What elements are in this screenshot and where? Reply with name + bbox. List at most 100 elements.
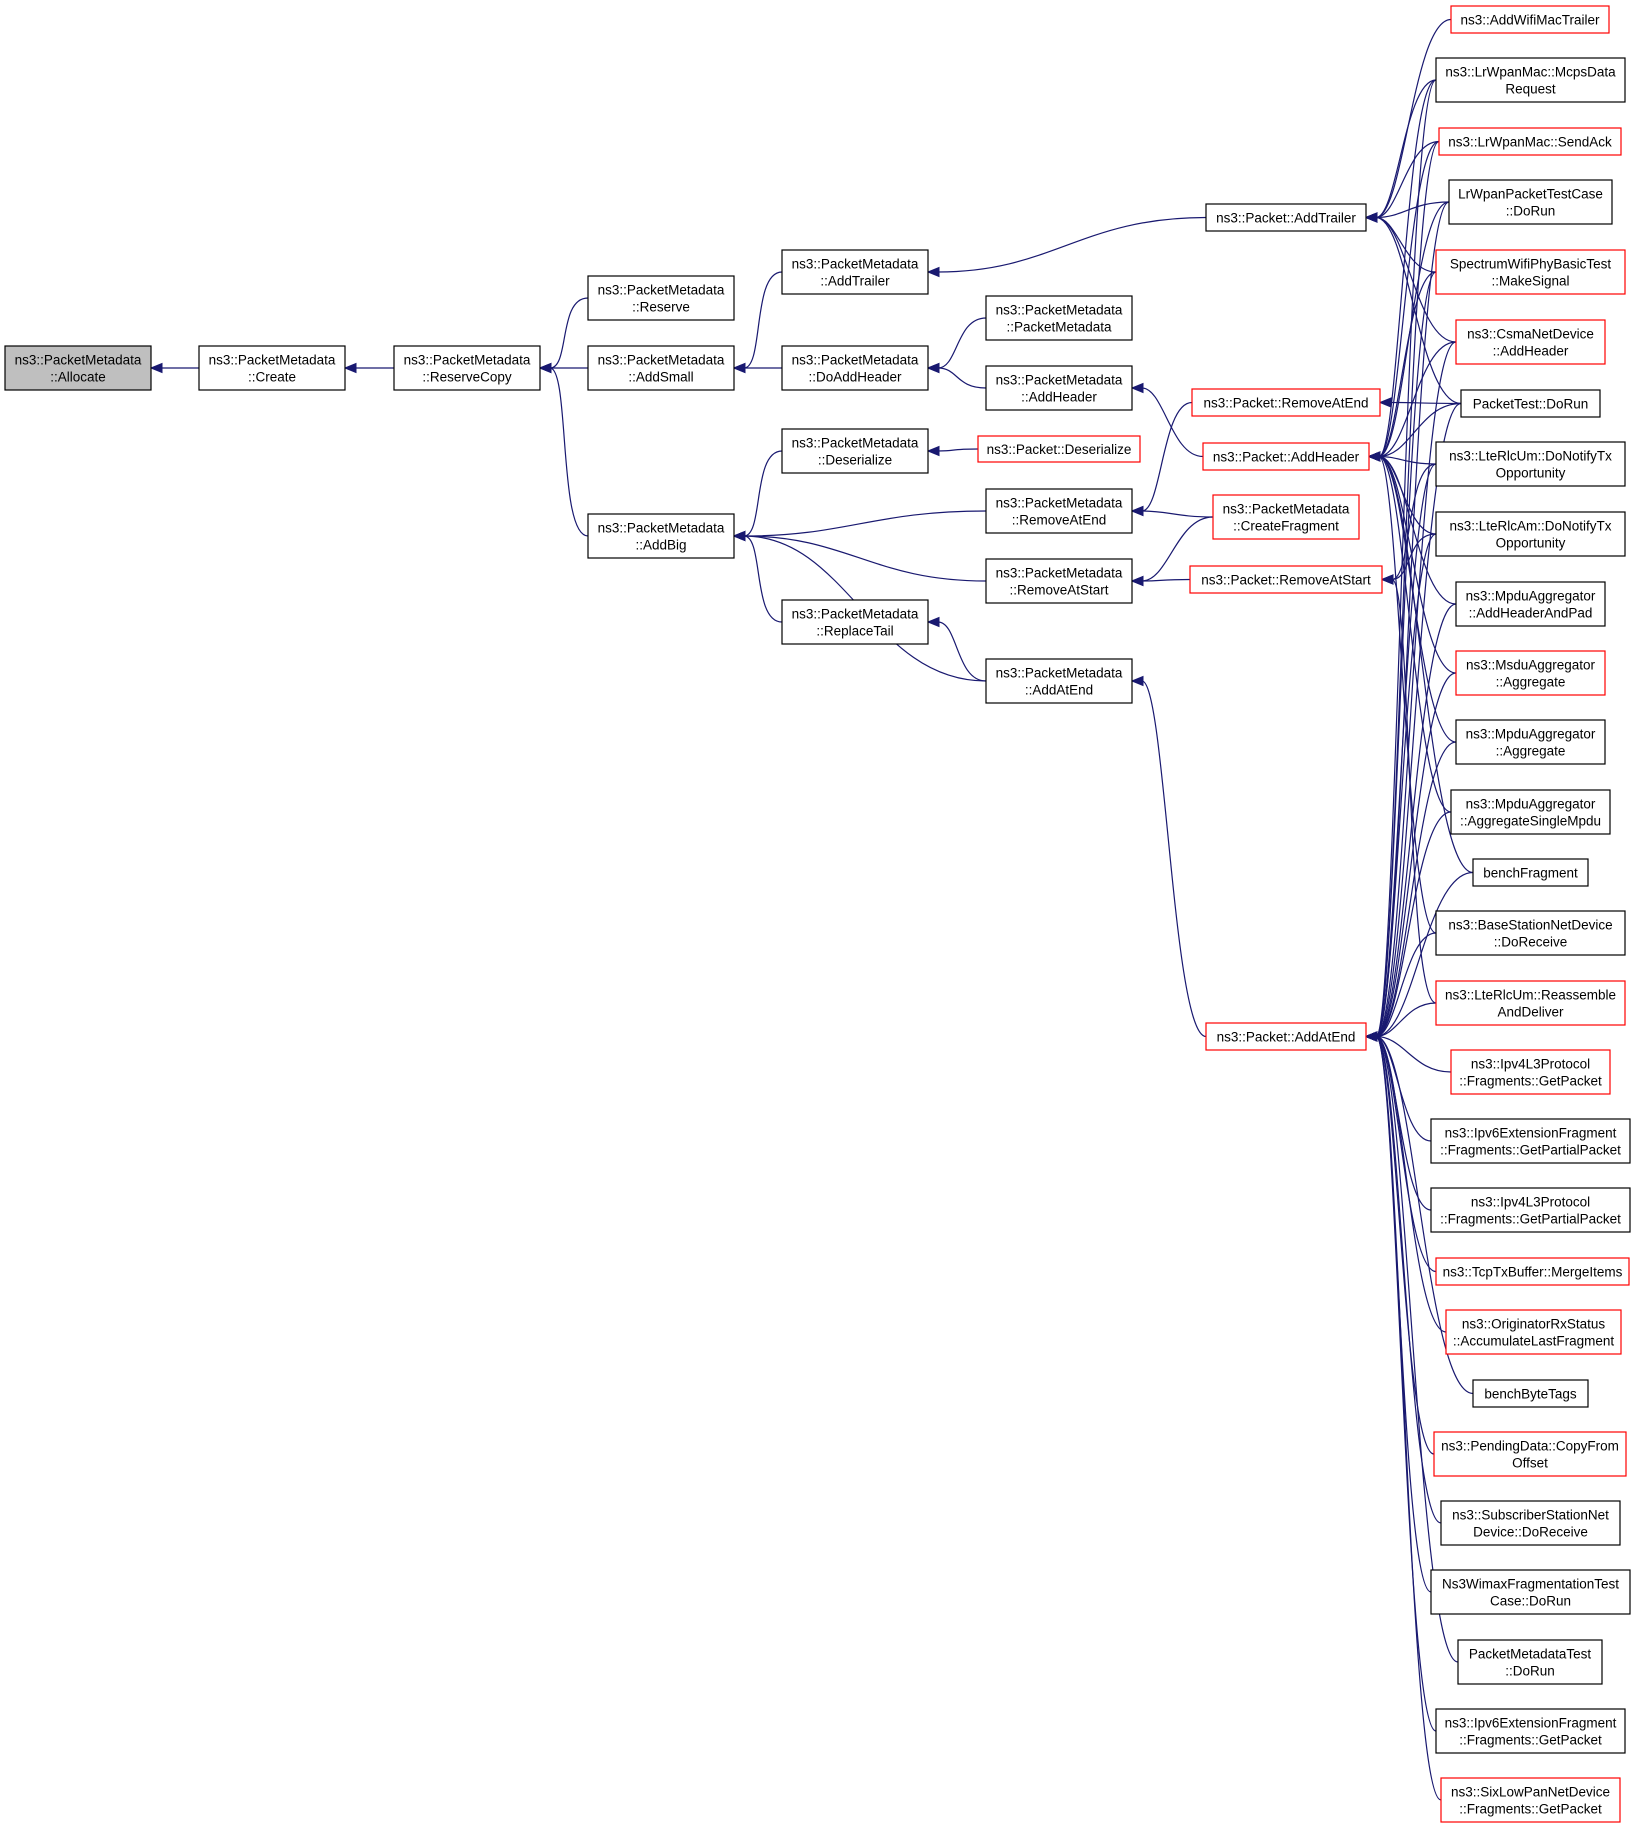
- node-removeatstart_pm[interactable]: ns3::PacketMetadata::RemoveAtStart: [985, 558, 1133, 604]
- node-allocate: ns3::PacketMetadata::Allocate: [4, 345, 152, 391]
- node-label: ::Reserve: [632, 300, 690, 315]
- node-create[interactable]: ns3::PacketMetadata::Create: [198, 345, 346, 391]
- node-addbig[interactable]: ns3::PacketMetadata::AddBig: [587, 513, 735, 559]
- node-doaddheader[interactable]: ns3::PacketMetadata::DoAddHeader: [781, 345, 929, 391]
- node-box: [781, 249, 929, 295]
- node-r_msdu_agg[interactable]: ns3::MsduAggregator::Aggregate: [1455, 650, 1606, 696]
- node-box: [781, 345, 929, 391]
- node-r_ipv4_getpacket[interactable]: ns3::Ipv4L3Protocol::Fragments::GetPacke…: [1450, 1049, 1611, 1095]
- node-r_addwifimactrailer[interactable]: ns3::AddWifiMacTrailer: [1450, 5, 1610, 34]
- node-label: ::AddHeader: [1021, 390, 1097, 405]
- node-addheader_pm[interactable]: ns3::PacketMetadata::AddHeader: [985, 365, 1133, 411]
- node-r_packettest[interactable]: PacketTest::DoRun: [1460, 389, 1601, 418]
- node-addsmall[interactable]: ns3::PacketMetadata::AddSmall: [587, 345, 735, 391]
- node-box: [985, 365, 1133, 411]
- node-r_basestation[interactable]: ns3::BaseStationNetDevice::DoReceive: [1435, 910, 1626, 956]
- node-box: [1460, 389, 1601, 418]
- call-edge-r_pendingdata-to-addatend_p: [1364, 1031, 1435, 1455]
- node-box: [1435, 511, 1626, 557]
- call-edge-r_addwifimactrailer-to-addtrailer_p: [1364, 18, 1452, 223]
- node-label: ns3::PacketMetadata: [598, 353, 725, 368]
- node-r_mpdu_agg[interactable]: ns3::MpduAggregator::Aggregate: [1455, 719, 1606, 765]
- node-replacetail[interactable]: ns3::PacketMetadata::ReplaceTail: [781, 599, 929, 645]
- node-r_mpdu_addheader[interactable]: ns3::MpduAggregator::AddHeaderAndPad: [1455, 581, 1606, 627]
- node-addatend_pm[interactable]: ns3::PacketMetadata::AddAtEnd: [985, 658, 1133, 704]
- call-edge-reservecopy-to-create: [343, 362, 394, 374]
- node-label: ::ReserveCopy: [422, 370, 512, 385]
- node-label: ns3::Packet::AddHeader: [1213, 450, 1360, 465]
- node-label: Case::DoRun: [1490, 1594, 1571, 1609]
- node-r_csma[interactable]: ns3::CsmaNetDevice::AddHeader: [1455, 319, 1606, 365]
- node-r_originator[interactable]: ns3::OriginatorRxStatus::AccumulateLastF…: [1445, 1309, 1622, 1355]
- call-edge-create-to-allocate: [149, 362, 199, 374]
- node-box: [781, 428, 929, 474]
- node-label: ns3::Ipv6ExtensionFragment: [1445, 1126, 1617, 1141]
- node-r_ipv6_partial[interactable]: ns3::Ipv6ExtensionFragment::Fragments::G…: [1430, 1118, 1631, 1164]
- node-box: [1472, 858, 1589, 887]
- node-label: ::Allocate: [50, 370, 106, 385]
- node-label: ::AddBig: [635, 538, 686, 553]
- node-r_tcptx[interactable]: ns3::TcpTxBuffer::MergeItems: [1435, 1257, 1630, 1286]
- node-pm_ctor[interactable]: ns3::PacketMetadata::PacketMetadata: [985, 295, 1133, 341]
- node-label: ns3::MsduAggregator: [1466, 658, 1596, 673]
- node-box: [1440, 1777, 1621, 1823]
- node-reserve[interactable]: ns3::PacketMetadata::Reserve: [587, 275, 735, 321]
- node-label: ::Fragments::GetPartialPacket: [1440, 1143, 1621, 1158]
- node-box: [1205, 1022, 1367, 1051]
- node-label: ns3::Ipv4L3Protocol: [1471, 1057, 1590, 1072]
- node-label: Device::DoReceive: [1473, 1525, 1588, 1540]
- node-addatend_p[interactable]: ns3::Packet::AddAtEnd: [1205, 1022, 1367, 1051]
- node-box: [1212, 494, 1360, 540]
- node-r_spectrum[interactable]: SpectrumWifiPhyBasicTest::MakeSignal: [1435, 249, 1626, 295]
- node-r_lrwpantest[interactable]: LrWpanPacketTestCase::DoRun: [1448, 179, 1613, 225]
- node-label: ns3::MpduAggregator: [1466, 727, 1596, 742]
- node-label: ::AddHeader: [1493, 344, 1569, 359]
- node-label: ns3::Ipv6ExtensionFragment: [1445, 1716, 1617, 1731]
- node-removeatstart_p[interactable]: ns3::Packet::RemoveAtStart: [1189, 565, 1383, 594]
- node-addheader_p[interactable]: ns3::Packet::AddHeader: [1202, 442, 1370, 471]
- node-box: [1440, 1500, 1621, 1546]
- node-reservecopy[interactable]: ns3::PacketMetadata::ReserveCopy: [393, 345, 541, 391]
- node-r_subscriber[interactable]: ns3::SubscriberStationNetDevice::DoRecei…: [1440, 1500, 1621, 1546]
- call-edge-r_basestation-to-addheader_p: [1367, 451, 1437, 934]
- node-deserialize_p[interactable]: ns3::Packet::Deserialize: [977, 435, 1141, 463]
- node-label: ::Create: [248, 370, 296, 385]
- node-label: ns3::PacketMetadata: [792, 607, 919, 622]
- node-label: ns3::BaseStationNetDevice: [1448, 918, 1612, 933]
- node-r_mpdu_single[interactable]: ns3::MpduAggregator::AggregateSingleMpdu: [1450, 789, 1611, 835]
- node-r_ipv4_partial[interactable]: ns3::Ipv4L3Protocol::Fragments::GetParti…: [1430, 1187, 1631, 1233]
- node-r_sixlowpan[interactable]: ns3::SixLowPanNetDevice::Fragments::GetP…: [1440, 1777, 1621, 1823]
- node-label: ::CreateFragment: [1233, 519, 1339, 534]
- call-edge-removeatend_p-to-removeatend_pm: [1130, 401, 1193, 517]
- node-r_pmtest[interactable]: PacketMetadataTest::DoRun: [1457, 1639, 1603, 1685]
- node-label: ns3::MpduAggregator: [1466, 797, 1596, 812]
- node-createfragment[interactable]: ns3::PacketMetadata::CreateFragment: [1212, 494, 1360, 540]
- node-removeatend_p[interactable]: ns3::Packet::RemoveAtEnd: [1191, 388, 1381, 417]
- node-box: [1435, 441, 1626, 487]
- node-label: ::PacketMetadata: [1006, 320, 1112, 335]
- node-label: ns3::CsmaNetDevice: [1467, 327, 1594, 342]
- node-box: [1430, 1569, 1631, 1615]
- node-label: ns3::PacketMetadata: [209, 353, 336, 368]
- node-r_benchfragment[interactable]: benchFragment: [1472, 858, 1589, 887]
- node-addtrailer_pm[interactable]: ns3::PacketMetadata::AddTrailer: [781, 249, 929, 295]
- node-deserialize_pm[interactable]: ns3::PacketMetadata::Deserialize: [781, 428, 929, 474]
- node-layer: ns3::PacketMetadata::Allocatens3::Packet…: [4, 5, 1631, 1823]
- call-edge-addbig-to-reservecopy: [538, 362, 589, 537]
- node-r_ipv6_getpacket[interactable]: ns3::Ipv6ExtensionFragment::Fragments::G…: [1435, 1708, 1626, 1754]
- node-r_benchbytetags[interactable]: benchByteTags: [1472, 1379, 1589, 1408]
- node-box: [1435, 980, 1626, 1026]
- node-r_sendack[interactable]: ns3::LrWpanMac::SendAck: [1438, 127, 1622, 156]
- node-label: ns3::Packet::AddAtEnd: [1217, 1030, 1356, 1045]
- call-edge-addheader_p-to-addheader_pm: [1130, 382, 1204, 458]
- node-box: [1435, 1257, 1630, 1286]
- node-addtrailer_p[interactable]: ns3::Packet::AddTrailer: [1205, 203, 1367, 232]
- node-removeatend_pm[interactable]: ns3::PacketMetadata::RemoveAtEnd: [985, 488, 1133, 534]
- node-label: ns3::LteRlcAm::DoNotifyTx: [1449, 519, 1611, 534]
